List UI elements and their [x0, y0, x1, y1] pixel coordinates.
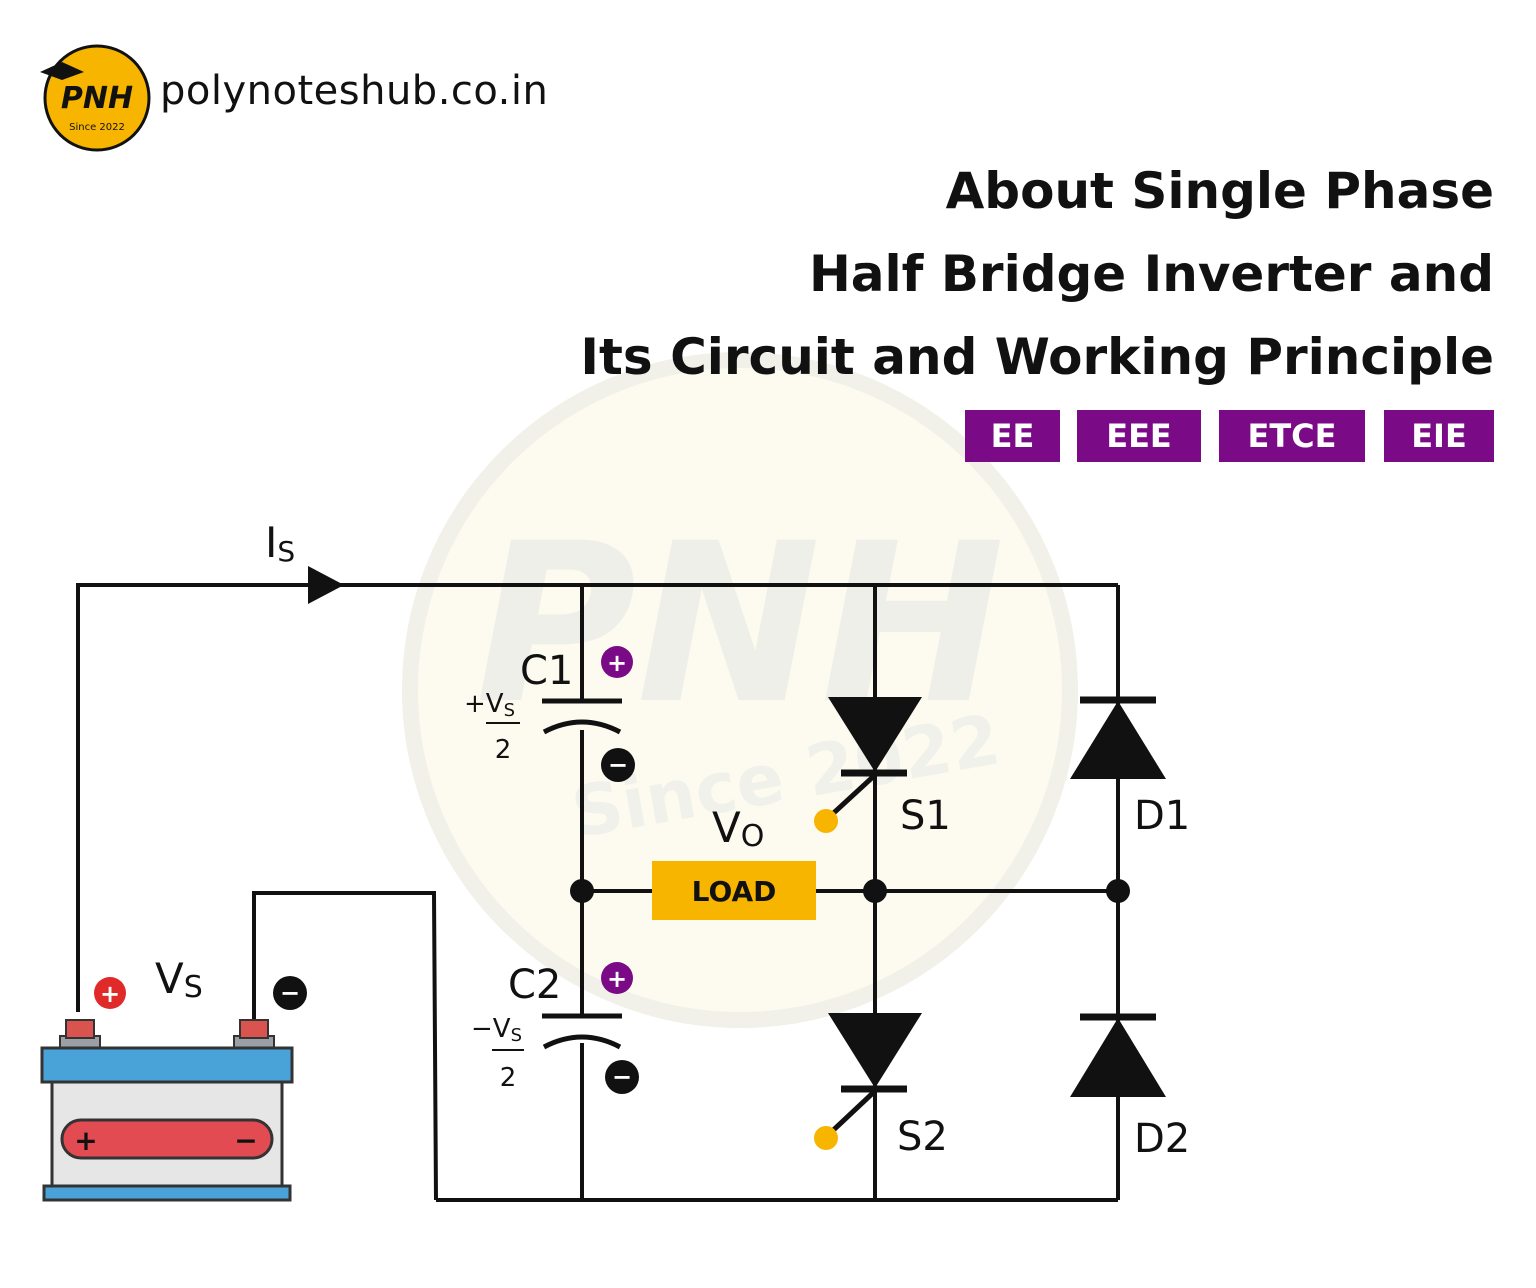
c2-minus-badge [605, 1060, 639, 1094]
site-url[interactable]: polynoteshub.co.in [160, 68, 549, 114]
s2-gate [814, 1126, 838, 1150]
battery-icon: + − [40, 1019, 294, 1202]
c1-label: C1 [520, 648, 573, 694]
svg-text:−: − [608, 751, 628, 779]
c2-label: C2 [508, 962, 561, 1008]
d1-label: D1 [1134, 793, 1190, 839]
load-label: LOAD [692, 875, 777, 908]
battery-minus-badge [273, 976, 307, 1010]
battery-plus-badge [94, 977, 126, 1009]
tag-eee: EEE [1077, 410, 1201, 462]
c2-plus-badge [601, 962, 633, 994]
svg-text:−: − [234, 1124, 257, 1157]
title-line-2: Half Bridge Inverter and [808, 245, 1494, 303]
svg-text:+: + [100, 980, 120, 1008]
page-title: About Single Phase Half Bridge Inverter … [580, 150, 1494, 399]
logo-text: PNH [61, 81, 133, 116]
svg-text:PNH: PNH [475, 496, 1004, 752]
diode-d2: D2 [1070, 1013, 1190, 1162]
c1-plus-badge [601, 646, 633, 678]
s2-label: S2 [897, 1114, 948, 1160]
d2-label: D2 [1134, 1116, 1190, 1162]
tag-ee: EE [965, 410, 1060, 462]
graduation-cap-icon [40, 62, 84, 80]
output-voltage-label: VO [712, 803, 764, 854]
c2-voltage-label: −VS [471, 1014, 522, 1046]
svg-text:+: + [607, 649, 627, 677]
current-arrow-icon [308, 566, 344, 604]
svg-text:+: + [607, 965, 627, 993]
c1-voltage-label: +VS [464, 689, 515, 721]
load: LOAD [652, 861, 816, 920]
logo-since: Since 2022 [69, 122, 125, 133]
svg-text:+: + [74, 1124, 97, 1157]
c1-minus-badge [601, 748, 635, 782]
title-line-1: About Single Phase [945, 162, 1494, 220]
svg-text:2: 2 [500, 1063, 517, 1093]
capacitor-c2: C2 + − −VS 2 [471, 962, 639, 1094]
svg-text:−: − [612, 1063, 632, 1091]
s1-gate [814, 809, 838, 833]
tag-etce: ETCE [1219, 410, 1365, 462]
diode-d1: D1 [1070, 696, 1190, 839]
logo: PNH Since 2022 [40, 44, 151, 152]
svg-text:−: − [280, 979, 300, 1007]
thyristor-s1: S1 [814, 697, 951, 839]
tag-eie: EIE [1384, 410, 1494, 462]
junction-dots [570, 879, 1130, 903]
s1-label: S1 [900, 793, 951, 839]
source-voltage-label: VS [155, 954, 203, 1005]
capacitor-c1: C1 + − +VS 2 [464, 646, 635, 782]
thyristor-s2: S2 [814, 1013, 948, 1160]
source-current-label: IS [265, 518, 295, 568]
title-line-3: Its Circuit and Working Principle [580, 328, 1494, 386]
svg-text:2: 2 [495, 735, 512, 765]
